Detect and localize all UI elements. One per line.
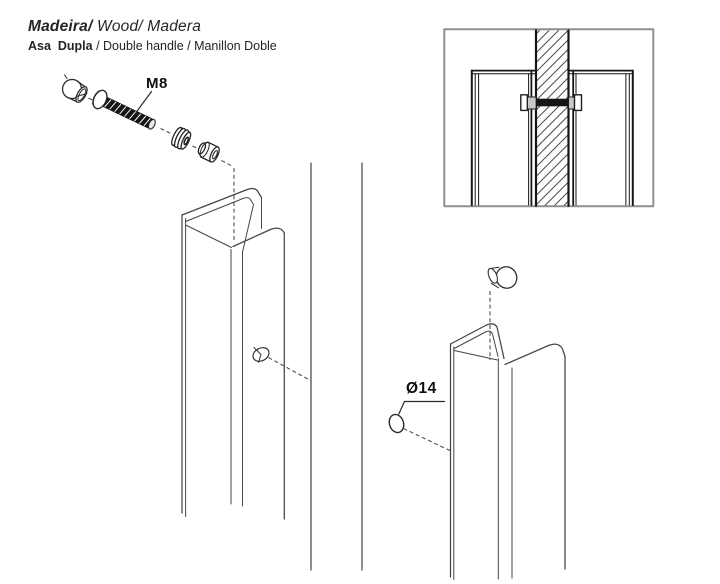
title-translations: Wood/ Madera <box>92 18 202 35</box>
right-handle-section <box>567 69 634 206</box>
bolt-head-back-arc <box>92 90 100 105</box>
subtitle-product: Asa Dupla <box>28 39 93 54</box>
hole-diameter-callout <box>388 400 453 452</box>
right-handle-top-rim-inner <box>453 330 499 357</box>
cover-cap-side <box>487 267 498 284</box>
left-handle-top-rim-inner <box>185 197 254 222</box>
door-section-face-lines <box>534 29 570 207</box>
right-handle-profile <box>449 323 566 580</box>
subtitle-translations: / Double handle / Manillon Doble <box>92 39 277 54</box>
bolt-rod <box>536 98 569 107</box>
left-handle-section <box>470 69 537 206</box>
mounting-hole-centerlines <box>253 347 262 363</box>
bolt-tip <box>147 118 156 130</box>
m8-leader-line <box>135 90 153 114</box>
knurled-nut <box>171 126 192 150</box>
bolt-sleeve-plate <box>573 94 583 112</box>
door-edge-lines <box>310 162 363 571</box>
page-title: Madeira/ Wood/ Madera <box>28 17 277 36</box>
through-bolt-section <box>520 94 583 112</box>
mounting-hole-marker <box>252 347 311 381</box>
left-handle-channel-interior-left <box>185 224 232 248</box>
spacer-bushing <box>197 141 220 163</box>
right-handle-top-rim-outer <box>449 323 505 360</box>
hole-diameter-label: Ø14 <box>406 380 437 397</box>
hole-diameter-dashed-line <box>403 428 453 452</box>
section-detail-box <box>443 28 655 208</box>
exploded-fastener-set <box>61 74 235 242</box>
end-cap <box>61 74 88 103</box>
door-section-hatch <box>537 30 568 206</box>
cover-cap <box>487 266 518 360</box>
assembly-axis-dashed <box>88 97 235 242</box>
bolt-threads <box>104 99 151 126</box>
left-handle-top-rim-outer <box>181 187 263 216</box>
title-portuguese: Madeira/ <box>28 18 93 35</box>
bolt-right-fitting <box>567 96 576 110</box>
left-handle-web-top-edge <box>232 227 285 248</box>
hole-diameter-leader <box>398 400 446 415</box>
right-handle-channel-interior <box>453 350 498 361</box>
hole-diameter-ellipse <box>388 413 405 434</box>
title-block: Madeira/ Wood/ Madera Asa Dupla / Double… <box>28 17 277 55</box>
bolt-left-fitting <box>526 96 537 110</box>
page-subtitle: Asa Dupla / Double handle / Manillon Dob… <box>28 39 277 55</box>
right-handle-web-top-edge <box>504 343 566 366</box>
m8-bolt <box>92 89 156 130</box>
bolt-size-label: M8 <box>146 75 168 92</box>
left-handle-channel-interior-right <box>242 204 254 252</box>
left-handle-profile <box>181 187 285 520</box>
mounting-hole-dashed-line <box>268 357 311 381</box>
bolt-head-plate <box>520 94 529 112</box>
